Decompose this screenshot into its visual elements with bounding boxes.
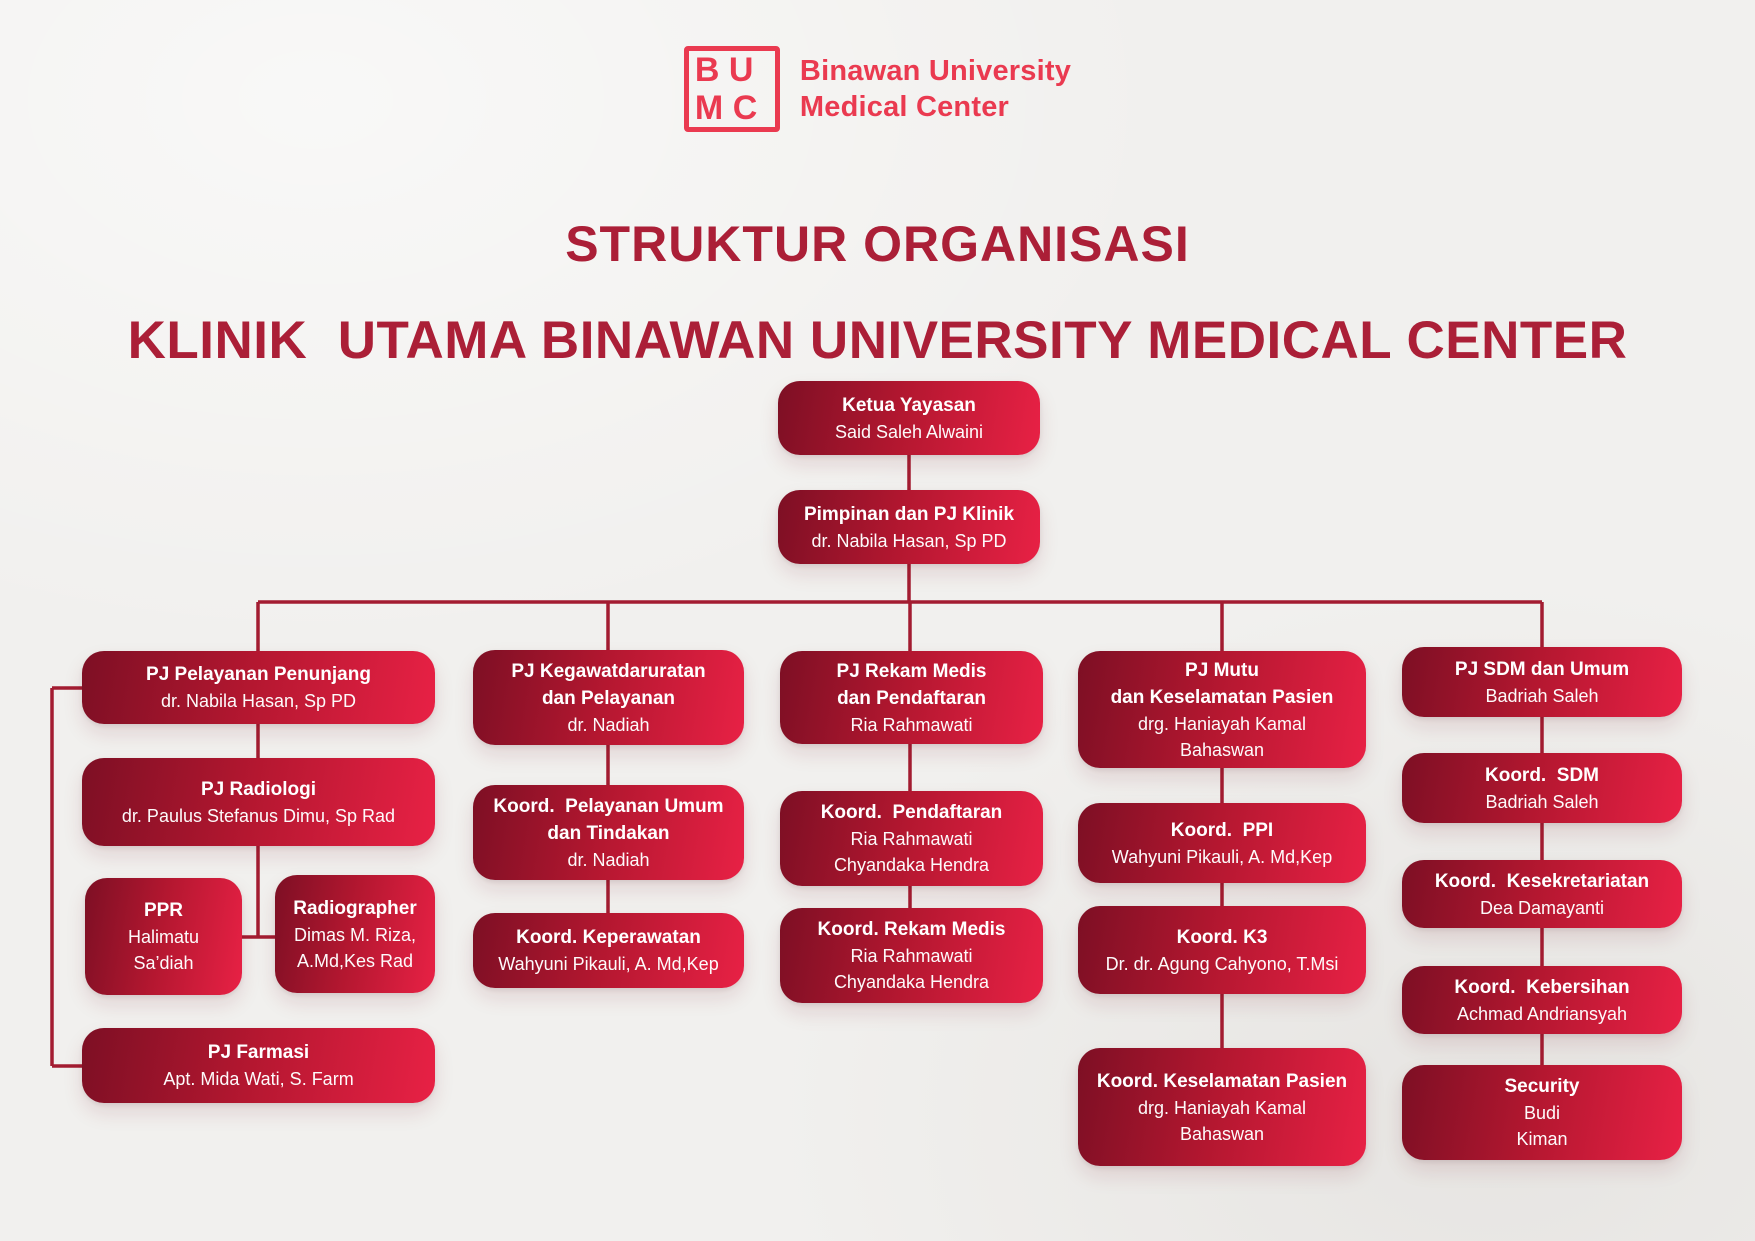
logo-letters-bottom: M C [694, 89, 758, 127]
org-node-role: Koord. SDM [1485, 764, 1599, 786]
org-node-person: dr. Nadiah [567, 849, 650, 870]
page-title: STRUKTUR ORGANISASI KLINIK UTAMA BINAWAN… [0, 178, 1755, 408]
org-node-pj-kegawatdaruratan: PJ Kegawatdaruratan dan Pelayanan dr. Nad… [473, 650, 744, 745]
org-node-koord-ppi: Koord. PPI Wahyuni Pikauli, A. Md,Kep [1078, 803, 1366, 883]
org-node-role: Koord. PPI [1170, 819, 1274, 841]
org-node-person: Wahyuni Pikauli, A. Md,Kep [1111, 846, 1333, 867]
org-node-person: drg. Haniayah Kamal Bahaswan [1137, 713, 1307, 760]
org-node-role: Koord. Keselamatan Pasien [1096, 1070, 1348, 1092]
org-node-person: dr. Paulus Stefanus Dimu, Sp Rad [121, 805, 396, 826]
org-node-role: Koord. Pelayanan Umum dan Tindakan [493, 795, 724, 844]
org-node-person: Ria Rahmawati [850, 714, 973, 735]
brand-wordmark: Binawan University Medical Center [800, 53, 1071, 125]
org-node-person: Badriah Saleh [1485, 791, 1599, 812]
org-node-koord-k3: Koord. K3 Dr. dr. Agung Cahyono, T.Msi [1078, 906, 1366, 994]
org-node-role: PPR [143, 900, 184, 921]
header-logo: B U M C Binawan University Medical Cente… [0, 46, 1755, 132]
org-node-person: Achmad Andriansyah [1456, 1003, 1628, 1024]
org-node-pj-pelayanan-penunjang: PJ Pelayanan Penunjang dr. Nabila Hasan, … [82, 651, 435, 724]
org-node-role: Koord. Kesekretariatan [1434, 870, 1650, 892]
org-node-koord-sdm: Koord. SDM Badriah Saleh [1402, 753, 1682, 823]
org-node-person: dr. Nabila Hasan, Sp PD [160, 691, 357, 711]
org-node-person: Dimas M. Riza, A.Md,Kes Rad [293, 924, 416, 971]
org-node-person: dr. Nadiah [567, 714, 650, 735]
org-node-role: Security [1504, 1076, 1580, 1097]
org-node-koord-keselamatan-pasien: Koord. Keselamatan Pasien drg. Haniayah K… [1078, 1048, 1366, 1166]
org-node-pj-radiologi: PJ Radiologi dr. Paulus Stefanus Dimu, Sp… [82, 758, 435, 846]
org-node-person: Halimatu Sa’diah [127, 927, 200, 973]
org-node-person: Dea Damayanti [1479, 897, 1605, 918]
org-node-role: Pimpinan dan PJ Klinik [803, 503, 1015, 525]
org-node-role: PJ Farmasi [207, 1042, 310, 1063]
org-node-person: Ria Rahmawati Chyandaka Hendra [833, 946, 990, 992]
org-node-person: Said Saleh Alwaini [834, 421, 984, 442]
org-node-role: Koord. Rekam Medis [817, 919, 1006, 940]
org-node-role: Ketua Yayasan [842, 394, 976, 416]
org-node-role: PJ Pelayanan Penunjang [146, 664, 371, 685]
page-title-line2: KLINIK UTAMA BINAWAN UNIVERSITY MEDICAL … [127, 311, 1628, 370]
org-node-person: Ria Rahmawati Chyandaka Hendra [833, 829, 990, 875]
org-node-person: drg. Haniayah Kamal Bahaswan [1137, 1097, 1307, 1144]
org-node-role: PJ Kegawatdaruratan dan Pelayanan [511, 660, 706, 709]
org-node-pimpinan-pj-klinik: Pimpinan dan PJ Klinik dr. Nabila Hasan, … [778, 490, 1040, 564]
org-node-role: PJ Mutu dan Keselamatan Pasien [1110, 659, 1334, 708]
org-node-role: Koord. Keperawatan [516, 927, 701, 948]
org-node-person: dr. Nabila Hasan, Sp PD [811, 530, 1007, 551]
brand-line2: Medical Center [799, 91, 1010, 123]
logo-letters-top: B U [694, 51, 754, 89]
bumc-logo-icon: B U M C [683, 46, 780, 132]
brand-line1: Binawan University [799, 55, 1072, 87]
page-title-line1: STRUKTUR ORGANISASI [565, 216, 1190, 272]
org-node-role: Koord. Pendaftaran [820, 802, 1003, 823]
org-node-person: Apt. Mida Wati, S. Farm [163, 1069, 354, 1089]
org-node-person: Dr. dr. Agung Cahyono, T.Msi [1105, 953, 1339, 974]
org-node-person: Budi Kiman [1516, 1103, 1568, 1149]
org-node-role: PJ Rekam Medis dan Pendaftaran [836, 660, 987, 709]
org-node-role: PJ SDM dan Umum [1454, 658, 1630, 680]
org-node-person: Badriah Saleh [1485, 685, 1599, 706]
org-node-person: Wahyuni Pikauli, A. Md,Kep [498, 954, 719, 974]
org-node-role: PJ Radiologi [200, 778, 317, 800]
org-node-role: Koord. Kebersihan [1454, 976, 1630, 998]
org-node-ppr: PPR Halimatu Sa’diah [85, 878, 242, 995]
org-node-role: Koord. K3 [1176, 926, 1268, 948]
org-node-role: Radiographer [293, 897, 417, 919]
org-node-pj-mutu: PJ Mutu dan Keselamatan Pasien drg. Hania… [1078, 651, 1366, 768]
org-node-koord-pelayanan-umum: Koord. Pelayanan Umum dan Tindakan dr. Na… [473, 785, 744, 880]
